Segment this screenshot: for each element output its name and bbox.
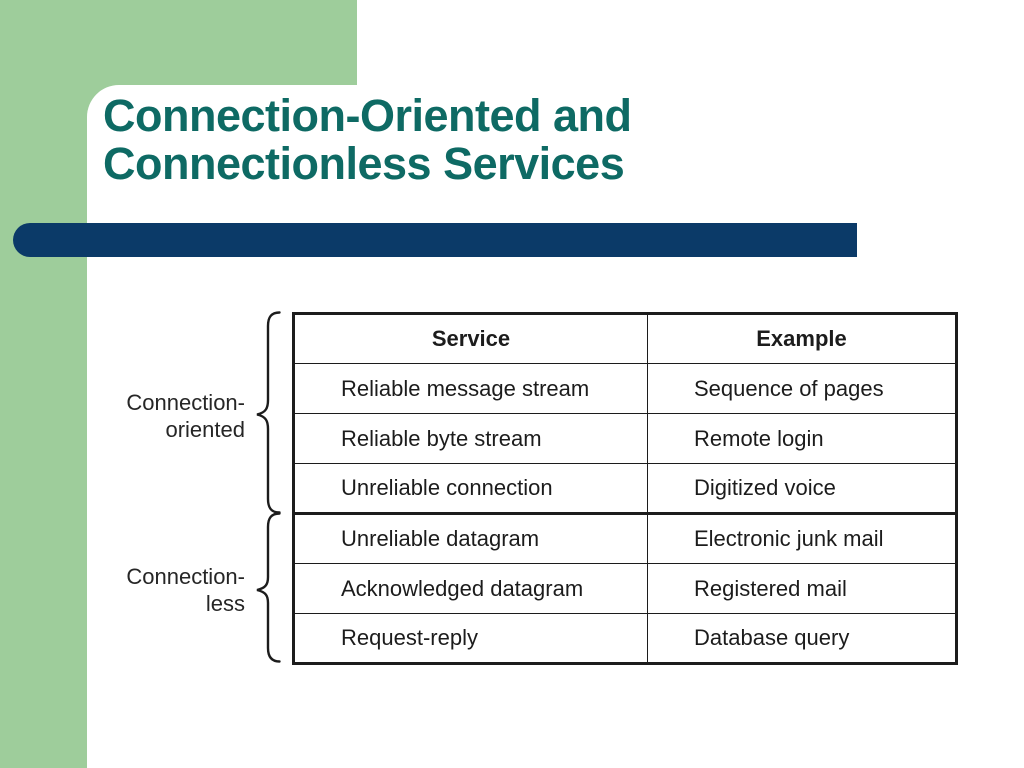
table-row: Request-reply Database query: [293, 613, 957, 664]
title-accent-bar: [13, 223, 857, 257]
group-label-connectionless: Connection- less: [95, 563, 245, 617]
group-label-line: Connection-: [126, 390, 245, 415]
cell-service: Request-reply: [293, 613, 648, 664]
cell-example: Digitized voice: [647, 463, 957, 514]
services-table: Service Example Reliable message stream …: [292, 312, 958, 665]
group-label-line: Connection-: [126, 564, 245, 589]
brace-connectionless-icon: [256, 512, 281, 663]
cell-service: Unreliable datagram: [293, 512, 648, 564]
group-label-connection-oriented: Connection- oriented: [95, 389, 245, 443]
table-row: Acknowledged datagram Registered mail: [293, 563, 957, 614]
group-label-line: oriented: [165, 417, 245, 442]
cell-service: Unreliable connection: [293, 463, 648, 514]
cell-example: Remote login: [647, 413, 957, 464]
slide-title-line1: Connection-Oriented and: [103, 90, 632, 141]
cell-service: Reliable message stream: [293, 363, 648, 414]
slide-title-line2: Connectionless Services: [103, 138, 625, 189]
background-green-left-strip: [0, 0, 87, 768]
brace-connection-oriented-icon: [256, 311, 281, 514]
table-row: Reliable byte stream Remote login: [293, 413, 957, 464]
header-example: Example: [647, 313, 957, 364]
table-row: Unreliable datagram Electronic junk mail: [293, 512, 957, 564]
cell-service: Reliable byte stream: [293, 413, 648, 464]
cell-service: Acknowledged datagram: [293, 563, 648, 614]
cell-example: Registered mail: [647, 563, 957, 614]
table-header-row: Service Example: [293, 313, 957, 364]
slide-title: Connection-Oriented and Connectionless S…: [103, 92, 632, 188]
cell-example: Electronic junk mail: [647, 512, 957, 564]
group-label-line: less: [205, 591, 245, 616]
header-service: Service: [293, 313, 648, 364]
cell-example: Sequence of pages: [647, 363, 957, 414]
table-row: Reliable message stream Sequence of page…: [293, 363, 957, 414]
table-row: Unreliable connection Digitized voice: [293, 463, 957, 514]
cell-example: Database query: [647, 613, 957, 664]
